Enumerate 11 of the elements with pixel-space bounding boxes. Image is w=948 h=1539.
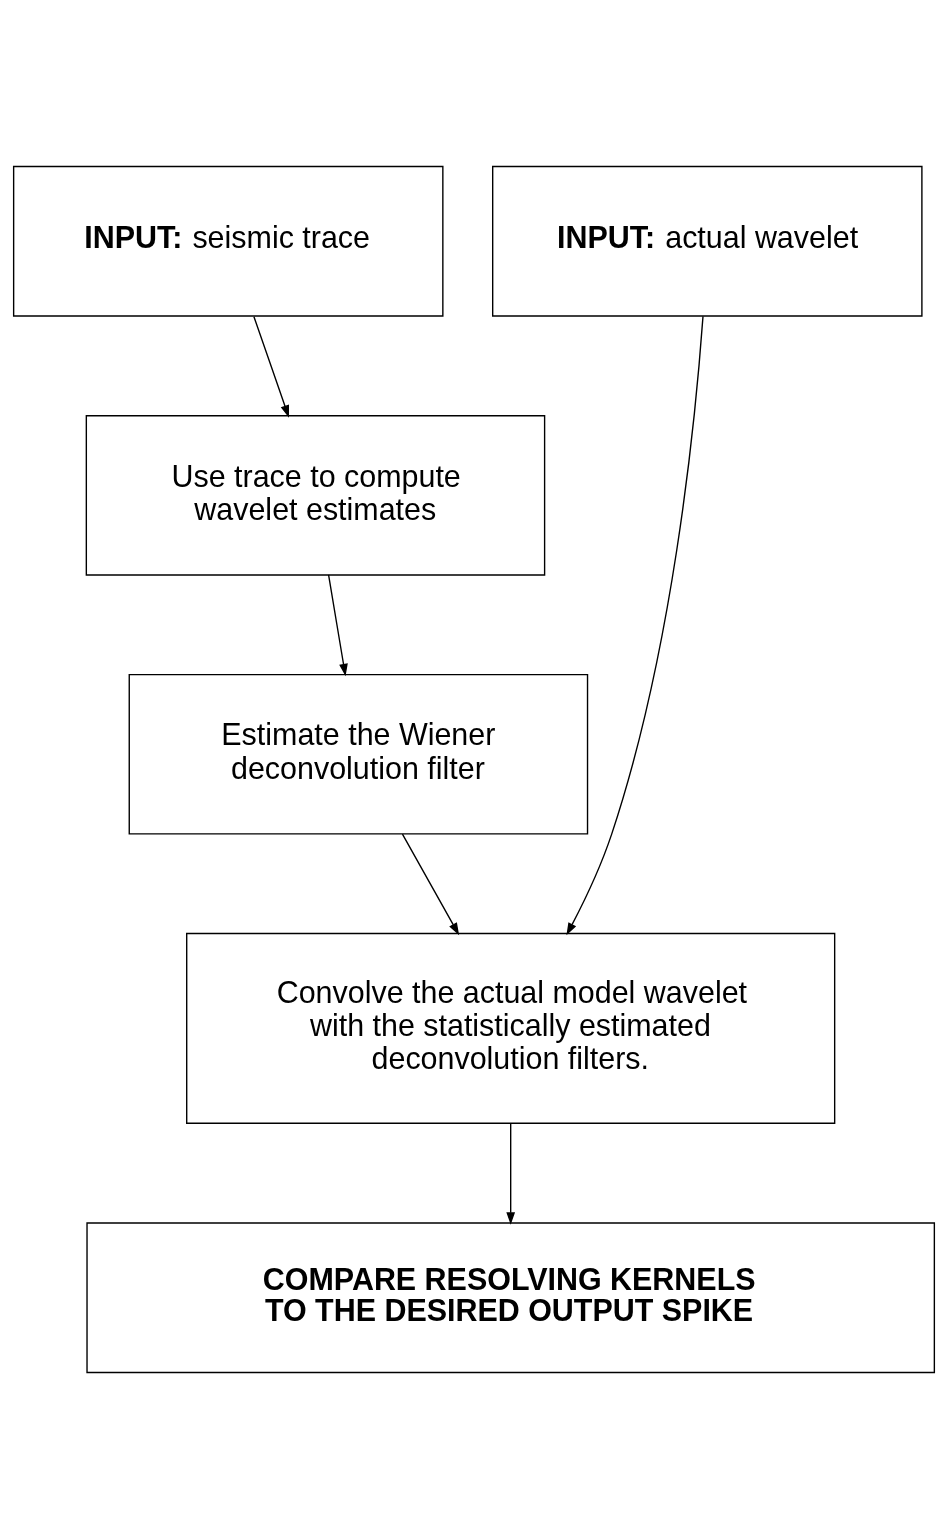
node-box: Estimate the Wiener deconvolution filter	[128, 673, 589, 835]
node-box: Use trace to compute wavelet estimates	[85, 415, 546, 576]
arrow	[327, 574, 348, 677]
node-box: INPUT: seismic trace	[12, 165, 444, 317]
arrow	[401, 833, 460, 936]
node-box: Convolve the actual model wavelet with the statistically estimated deconvolution filters.	[186, 932, 836, 1124]
node-box: INPUT: actual wavelet	[492, 165, 923, 317]
node-box: COMPARE RESOLVING KERNELS TO THE DESIRED OUTPUT SPIKE	[86, 1222, 936, 1374]
arrow	[506, 1122, 516, 1225]
arrow	[253, 316, 289, 418]
arrow	[566, 315, 704, 936]
